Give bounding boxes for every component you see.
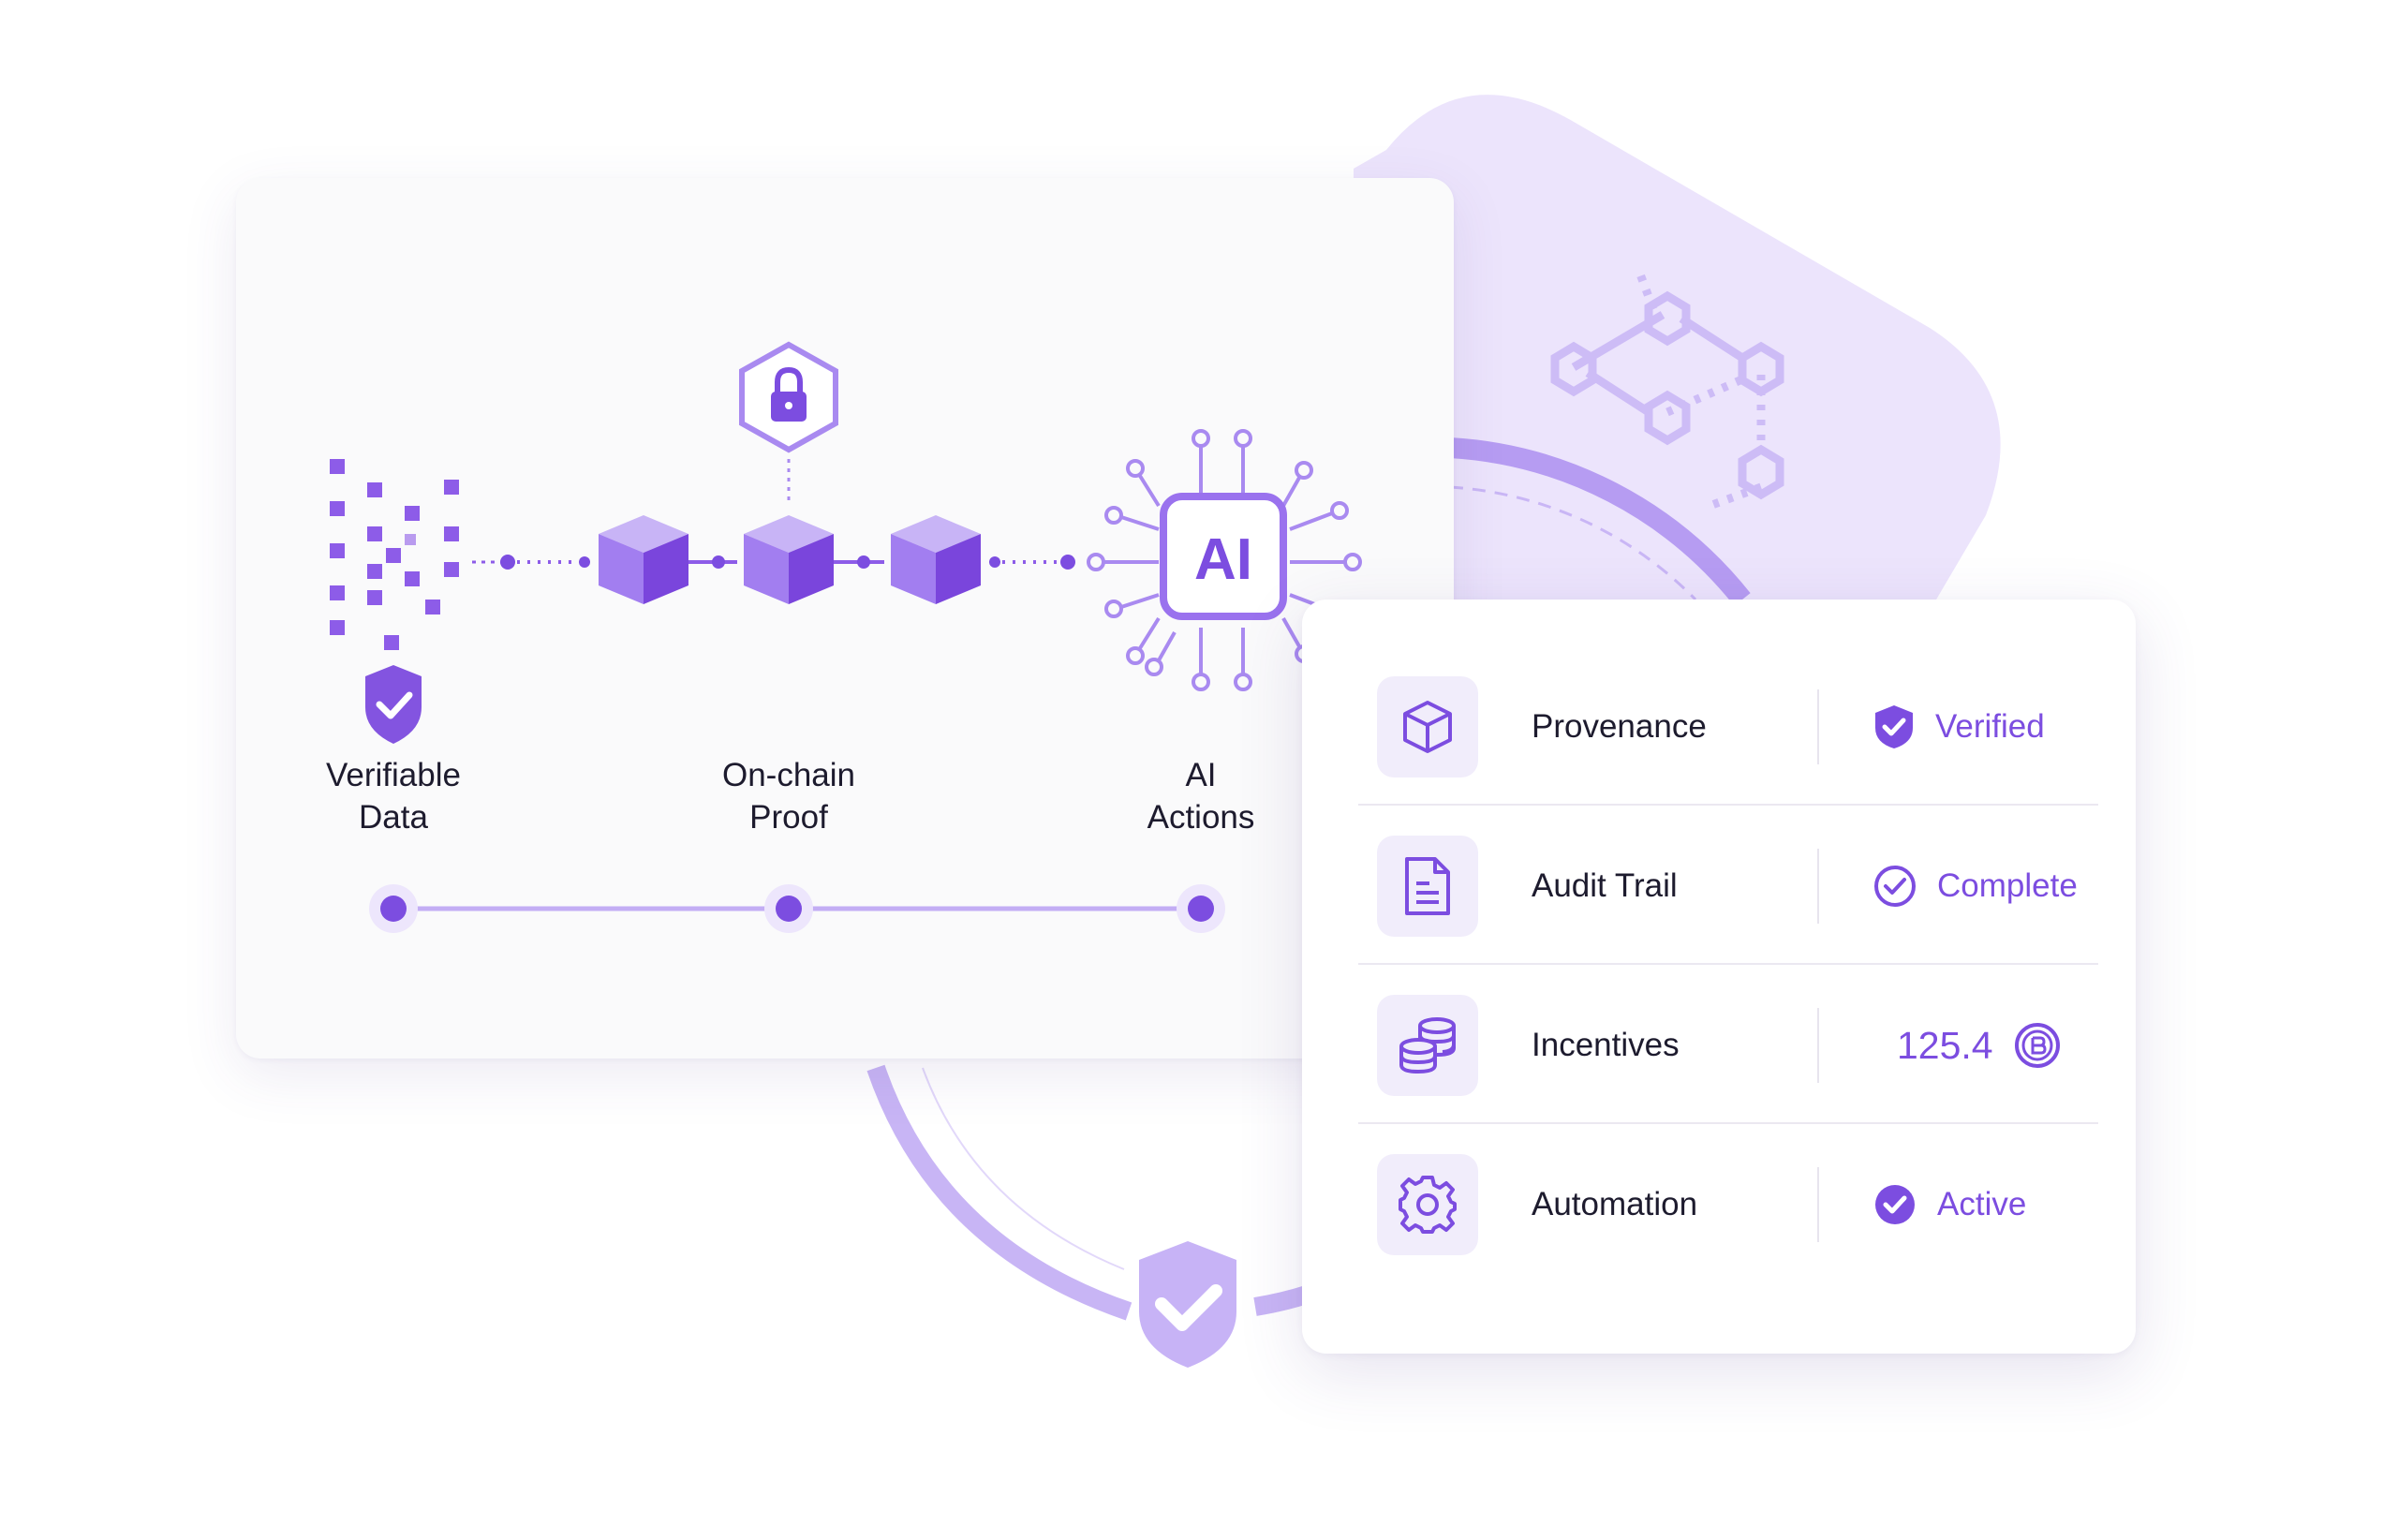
status-row-audit-trail: Audit Trail Complete bbox=[1358, 807, 2098, 965]
flow-diagram-card: AI Verifiable Data On-chain Proof AI Act… bbox=[236, 178, 1454, 1059]
orbit-arc-lower bbox=[866, 1064, 1132, 1321]
incentive-value: 125.4 bbox=[1897, 1023, 1993, 1067]
flow-diagram: AI bbox=[330, 341, 1362, 933]
data-particles-icon bbox=[330, 459, 459, 650]
document-icon bbox=[1377, 836, 1478, 937]
stage-label-ai-actions: AI Actions bbox=[1147, 757, 1255, 836]
blockchain-cubes-icon bbox=[599, 515, 981, 604]
status-text: Active bbox=[1937, 1186, 2027, 1222]
shield-check-icon bbox=[365, 665, 422, 744]
network-pattern bbox=[1550, 270, 1784, 511]
status-row-incentives: Incentives 125.4 bbox=[1358, 967, 2098, 1124]
chain-connector bbox=[989, 555, 1075, 570]
chain-connector bbox=[472, 555, 590, 570]
row-label: Provenance bbox=[1532, 708, 1707, 745]
shield-check-icon bbox=[1875, 705, 1913, 748]
orbit-arc-lower-right bbox=[1253, 1285, 1310, 1316]
status-row-automation: Automation Active bbox=[1358, 1126, 2098, 1283]
row-divider bbox=[1817, 689, 1819, 764]
status-text: Verified bbox=[1935, 708, 2045, 745]
status-indicator: Verified bbox=[1873, 648, 2045, 806]
orbit-arc-lower-inner bbox=[922, 1067, 1125, 1270]
ai-chip-text: AI bbox=[1194, 527, 1252, 592]
background-blob bbox=[1354, 95, 2001, 675]
stage-label-verifiable-data: Verifiable Data bbox=[326, 757, 461, 836]
stage-label-on-chain-proof: On-chain Proof bbox=[721, 757, 856, 836]
orbit-arc-dashed bbox=[1449, 485, 1697, 601]
status-indicator: Complete bbox=[1873, 807, 2078, 965]
token-coin-icon bbox=[2014, 1023, 2060, 1068]
row-label: Incentives bbox=[1532, 1027, 1680, 1063]
row-separator bbox=[1358, 1122, 2098, 1124]
row-label: Automation bbox=[1532, 1186, 1698, 1222]
row-separator bbox=[1358, 963, 2098, 965]
circle-check-filled-icon bbox=[1875, 1185, 1915, 1224]
status-indicator: Active bbox=[1873, 1126, 2026, 1283]
row-divider bbox=[1817, 1008, 1819, 1083]
row-separator bbox=[1358, 804, 2098, 806]
status-panel: Provenance Verified Audit Trail Complete bbox=[1302, 600, 2136, 1354]
shield-check-icon bbox=[1139, 1241, 1236, 1368]
row-divider bbox=[1817, 1167, 1819, 1242]
padlock-icon bbox=[739, 341, 838, 453]
row-divider bbox=[1817, 849, 1819, 924]
status-indicator: 125.4 bbox=[1897, 967, 2061, 1124]
gear-icon bbox=[1377, 1154, 1478, 1255]
cube-icon bbox=[1377, 676, 1478, 777]
coins-stack-icon bbox=[1377, 995, 1478, 1096]
status-text: Complete bbox=[1937, 867, 2078, 904]
circle-check-outline-icon bbox=[1874, 866, 1916, 907]
progress-timeline bbox=[369, 884, 1225, 933]
orbit-arc bbox=[1449, 437, 1751, 606]
row-label: Audit Trail bbox=[1532, 867, 1678, 904]
status-row-provenance: Provenance Verified bbox=[1358, 648, 2098, 806]
